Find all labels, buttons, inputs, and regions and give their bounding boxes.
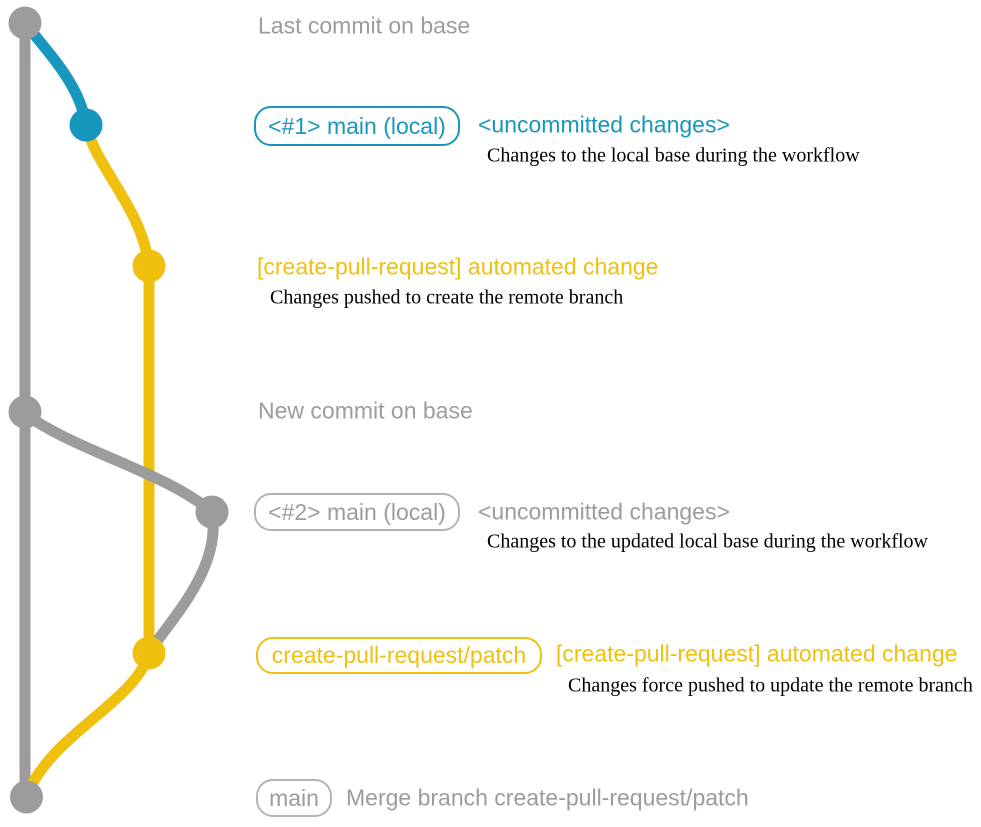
patch-branch-curve-top <box>80 123 155 267</box>
commit-node-merge <box>10 780 43 814</box>
automated-change-caption-2: Changes force pushed to update the remot… <box>568 674 973 697</box>
commit-node-uncommitted-1 <box>69 108 103 142</box>
branch-badge-patch-label: create-pull-request/patch <box>271 642 527 668</box>
new-commit-on-base-label: New commit on base <box>258 397 473 424</box>
commit-node-last-commit-on-base <box>8 6 42 40</box>
local-changes-branch-line-2 <box>21 409 216 517</box>
commit-node-automated-change-1 <box>132 249 166 283</box>
branch-badge-main-label: main <box>269 784 319 811</box>
local-changes-branch-line-1 <box>20 19 92 126</box>
uncommitted-changes-caption-1: Changes to the local base during the wor… <box>487 144 860 167</box>
local-changes-merge-curve <box>144 511 219 656</box>
branch-badge-patch: create-pull-request/patch <box>256 637 542 674</box>
uncommitted-changes-label-2: <uncommitted changes> <box>478 498 730 525</box>
branch-badge-main-local-1: <#1> main (local) <box>254 106 460 146</box>
branch-badge-main: main <box>256 779 332 817</box>
commit-node-automated-change-2 <box>132 636 166 670</box>
commit-node-new-commit-on-base <box>8 395 42 429</box>
automated-change-label-2: [create-pull-request] automated change <box>556 640 958 667</box>
automated-change-label-1: [create-pull-request] automated change <box>257 253 659 280</box>
commit-node-uncommitted-2 <box>195 495 229 529</box>
uncommitted-changes-caption-2: Changes to the updated local base during… <box>487 530 928 553</box>
uncommitted-changes-label-1: <uncommitted changes> <box>478 111 730 138</box>
last-commit-on-base-label: Last commit on base <box>258 12 471 39</box>
patch-merge-curve <box>21 651 155 798</box>
automated-change-caption-1: Changes pushed to create the remote bran… <box>270 286 624 309</box>
branch-badge-main-local-2: <#2> main (local) <box>254 493 460 531</box>
branch-badge-main-local-2-label: <#2> main (local) <box>268 498 446 525</box>
branch-badge-main-local-1-label: <#1> main (local) <box>268 112 446 139</box>
merge-branch-label: Merge branch create-pull-request/patch <box>346 784 749 811</box>
